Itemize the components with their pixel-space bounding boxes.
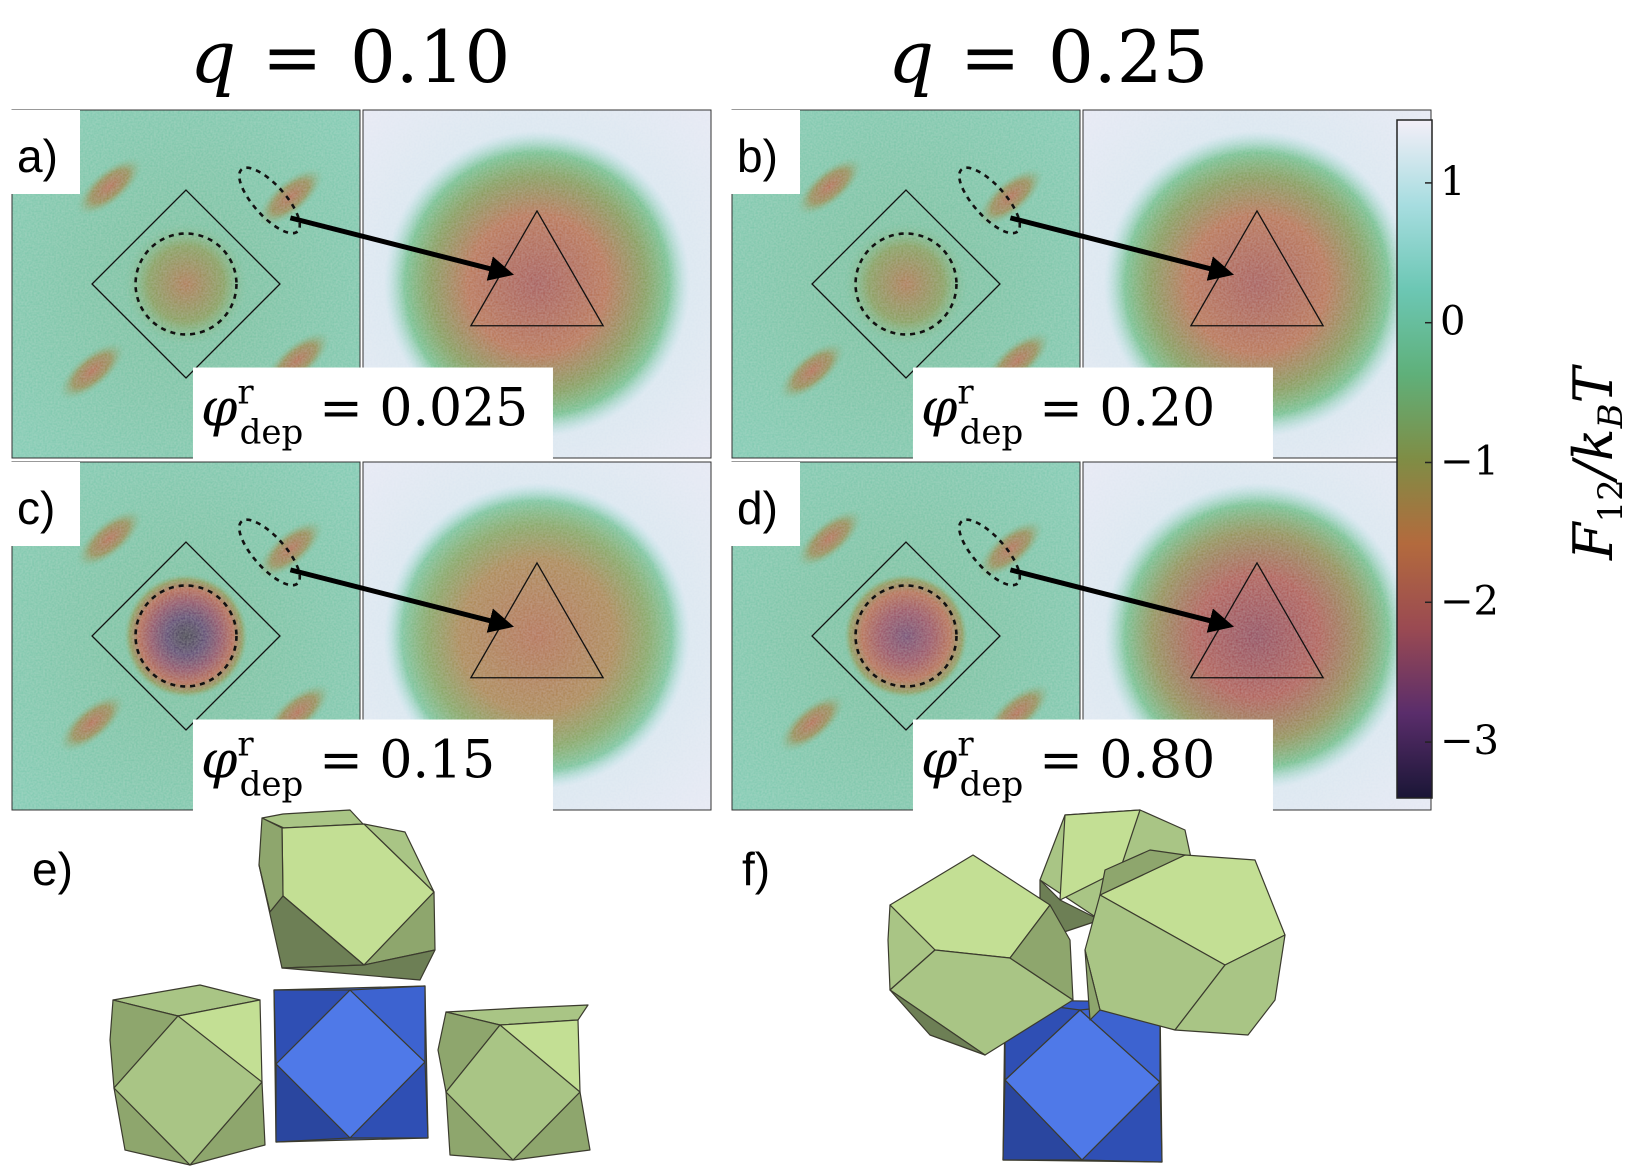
colorbar: 1 0 −1 −2 −3 F12/kBT — [1396, 119, 1631, 799]
attraction-lobe — [795, 508, 864, 569]
panel-label: c) — [17, 482, 55, 534]
attraction-lobe — [75, 156, 144, 217]
attraction-blob — [1103, 482, 1411, 790]
arrow — [289, 567, 515, 633]
green-polyhedron-right — [1084, 849, 1286, 1036]
column-header-q010: q = 0.10 — [190, 15, 510, 99]
attraction-lobe — [778, 693, 846, 753]
q-symbol: q — [888, 15, 934, 99]
attraction-lobe — [58, 693, 126, 753]
q-value: 0.25 — [1048, 15, 1208, 99]
colorbar-tick-label: −2 — [1440, 578, 1499, 624]
blue-polyhedron-center — [273, 985, 429, 1143]
panel-label: a) — [17, 130, 58, 182]
panel-label-box — [720, 462, 800, 546]
arrow — [289, 215, 515, 281]
attraction-lobe — [778, 341, 846, 401]
panel-label-box — [720, 110, 800, 194]
dashed-circle — [134, 232, 238, 336]
colorbar-tick-label: 0 — [1440, 299, 1465, 345]
particle-cluster-f — [887, 809, 1286, 1163]
left-heatmap-frame — [731, 461, 1081, 811]
attraction-lobe — [976, 167, 1045, 227]
attraction-blob — [383, 130, 691, 438]
left-heatmap-frame — [11, 109, 361, 459]
colorbar-gradient — [1396, 119, 1433, 799]
square-outline — [91, 541, 281, 731]
center-well — [843, 573, 969, 699]
green-polyhedron-left — [887, 854, 1074, 1056]
left-heatmap-frame — [11, 461, 361, 811]
arrow — [1009, 215, 1235, 281]
equals-sign: = — [262, 15, 322, 99]
square-outline — [811, 189, 1001, 379]
dashed-circle — [134, 584, 238, 688]
panel-label: d) — [737, 482, 778, 534]
square-outline — [91, 189, 281, 379]
center-well — [123, 573, 249, 699]
dashed-ellipse — [957, 518, 1022, 587]
column-header-q025: q = 0.25 — [888, 15, 1208, 99]
arrow — [1009, 567, 1235, 633]
left-heatmap-frame — [731, 109, 1081, 459]
panel-label-e: e) — [32, 843, 73, 895]
q-symbol: q — [190, 15, 236, 99]
attraction-lobe — [75, 508, 144, 569]
equals-sign: = — [960, 15, 1020, 99]
attraction-blob — [383, 482, 691, 790]
panel-label: b) — [737, 130, 778, 182]
phi-label-box — [912, 367, 1273, 460]
colorbar-tick-label: −1 — [1440, 438, 1499, 484]
dashed-ellipse — [237, 518, 302, 587]
panel-label-box — [0, 462, 80, 546]
green-polyhedron-right — [437, 1004, 591, 1161]
attraction-lobe — [256, 167, 325, 227]
blue-polyhedron-bottom — [1002, 999, 1163, 1163]
right-heatmap — [1083, 110, 1431, 458]
colorbar-tick-label: −3 — [1440, 718, 1499, 764]
colorbar-ticks: 1 0 −1 −2 −3 — [1425, 159, 1499, 764]
q-value: 0.10 — [350, 15, 510, 99]
phi-label-box — [912, 719, 1273, 812]
attraction-lobe — [256, 519, 325, 579]
panel-label-f: f) — [742, 843, 770, 895]
colorbar-label: F12/kBT — [1562, 363, 1631, 561]
panel-label-box — [0, 110, 80, 194]
attraction-lobe — [58, 341, 126, 401]
attraction-lobe — [976, 519, 1045, 579]
center-well — [123, 221, 249, 347]
attraction-blob — [1103, 130, 1411, 438]
green-polyhedron-top — [258, 809, 436, 981]
center-well — [843, 221, 969, 347]
attraction-lobe — [795, 156, 864, 217]
particle-cluster-e — [109, 809, 591, 1166]
dashed-circle — [854, 584, 958, 688]
phi-label-box — [192, 367, 553, 460]
square-outline — [811, 541, 1001, 731]
green-polyhedron-left — [109, 984, 266, 1166]
phi-label-box — [192, 719, 553, 812]
colorbar-tick-label: 1 — [1440, 159, 1465, 205]
dashed-ellipse — [957, 166, 1022, 235]
